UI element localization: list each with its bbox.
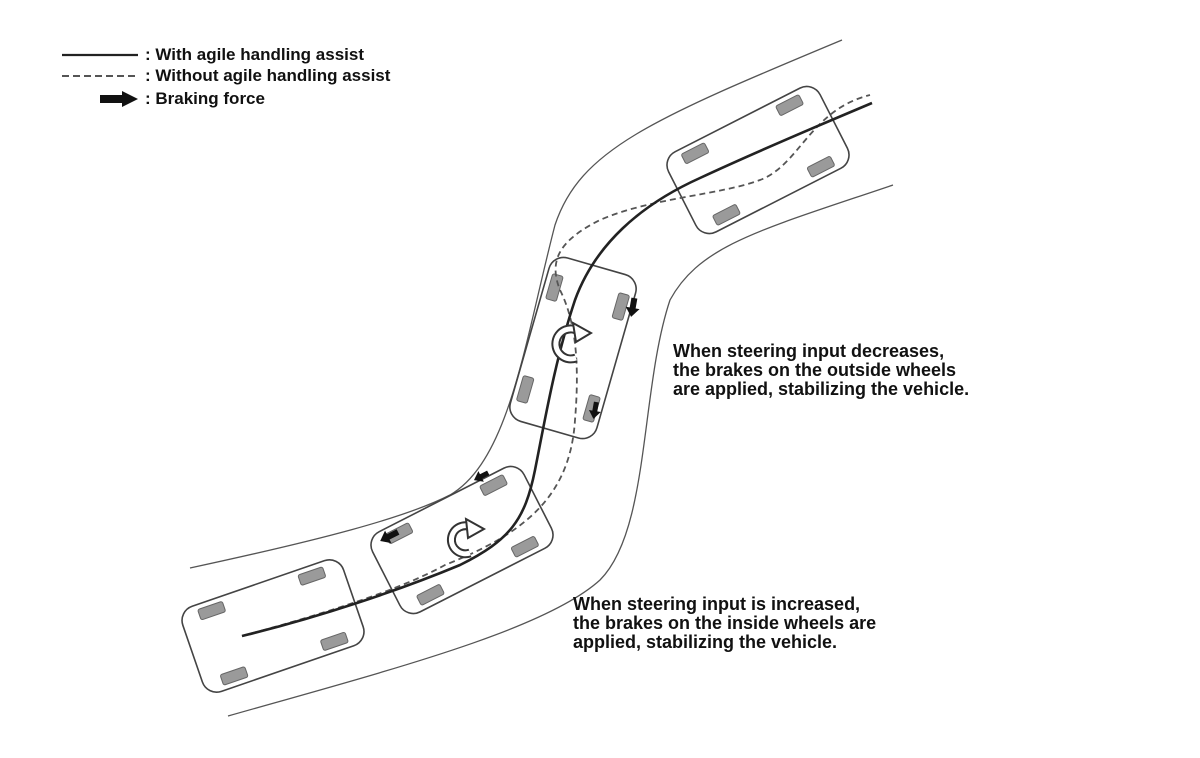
trajectory-with-assist — [241, 101, 873, 638]
braking-arrow-icon — [625, 297, 640, 317]
caption-line: are applied, stabilizing the vehicle. — [673, 379, 970, 399]
legend: : With agile handling assist : Without a… — [62, 45, 391, 108]
caption-line: applied, stabilizing the vehicle. — [573, 632, 838, 652]
caption-line: the brakes on the outside wheels — [673, 360, 957, 380]
braking-arrow-icon — [100, 91, 138, 107]
legend-braking-label: : Braking force — [145, 89, 265, 108]
legend-without-label: : Without agile handling assist — [145, 66, 391, 85]
vehicle-2 — [365, 460, 559, 620]
braking-arrow-icon — [473, 470, 490, 482]
vehicle-3 — [505, 253, 641, 443]
braking-arrow-icon — [380, 529, 400, 544]
caption-steering-decrease: When steering input decreases, the brake… — [673, 342, 969, 399]
caption-line: When steering input decreases, — [673, 341, 945, 361]
caption-line: the brakes on the inside wheels are — [573, 613, 877, 633]
road-lower-edge — [227, 184, 894, 717]
caption-steering-increase: When steering input is increased, the br… — [573, 595, 876, 652]
caption-line: When steering input is increased, — [573, 594, 861, 614]
legend-with-label: : With agile handling assist — [145, 45, 364, 64]
yaw-rotation-icon — [446, 517, 487, 559]
trajectory-without-assist — [241, 94, 871, 637]
yaw-rotation-icon — [551, 321, 593, 364]
braking-arrow-icon — [588, 401, 601, 419]
vehicle-1 — [177, 554, 369, 698]
